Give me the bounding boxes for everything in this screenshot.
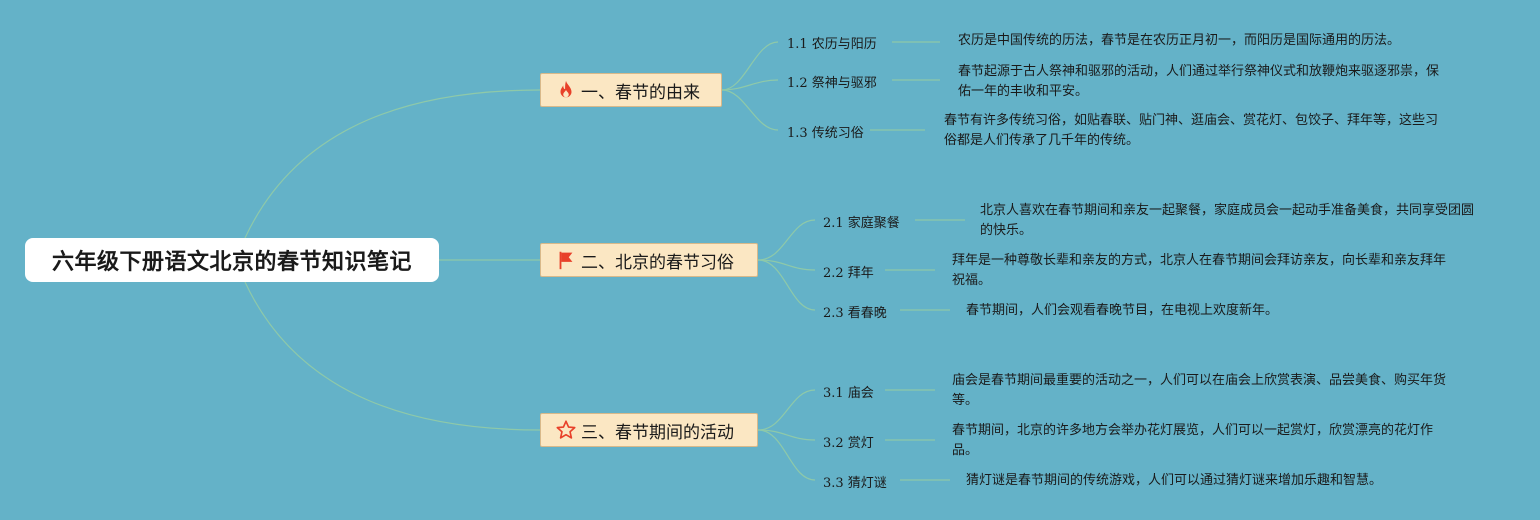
subtopic-2-3[interactable]: 2.3 看春晚 xyxy=(823,306,887,321)
branch-label: 三、春节期间的活动 xyxy=(581,422,734,443)
subtopic-2-1[interactable]: 2.1 家庭聚餐 xyxy=(823,216,900,231)
note-1-1: 农历是中国传统的历法，春节是在农历正月初一，而阳历是国际通用的历法。 xyxy=(958,33,1401,48)
star-icon xyxy=(555,419,577,441)
note-3-1: 庙会是春节期间最重要的活动之一，人们可以在庙会上欣赏表演、品尝美食、购买年货等。 xyxy=(952,373,1447,408)
note-1-2: 春节起源于古人祭神和驱邪的活动，人们通过举行祭神仪式和放鞭炮来驱逐邪祟，保佑一年… xyxy=(958,64,1440,99)
subtopic-1-3[interactable]: 1.3 传统习俗 xyxy=(787,126,864,141)
note-1-3: 春节有许多传统习俗，如贴春联、贴门神、逛庙会、赏花灯、包饺子、拜年等，这些习俗都… xyxy=(944,113,1439,148)
subtopic-3-1[interactable]: 3.1 庙会 xyxy=(823,386,874,401)
flame-icon xyxy=(555,79,577,101)
note-2-2: 拜年是一种尊敬长辈和亲友的方式，北京人在春节期间会拜访亲友，向长辈和亲友拜年祝福… xyxy=(952,253,1447,288)
note-3-3: 猜灯谜是春节期间的传统游戏，人们可以通过猜灯谜来增加乐趣和智慧。 xyxy=(966,473,1383,488)
root-topic[interactable]: 六年级下册语文北京的春节知识笔记 xyxy=(25,238,439,282)
flag-icon xyxy=(555,249,577,271)
branch-beijing-customs[interactable]: 二、北京的春节习俗 xyxy=(540,243,758,277)
subtopic-2-2[interactable]: 2.2 拜年 xyxy=(823,266,874,281)
branch-label: 二、北京的春节习俗 xyxy=(581,252,734,273)
note-2-3: 春节期间，人们会观看春晚节目，在电视上欢度新年。 xyxy=(966,303,1279,318)
branch-label: 一、春节的由来 xyxy=(581,82,700,103)
subtopic-1-1[interactable]: 1.1 农历与阳历 xyxy=(787,37,877,52)
note-2-1: 北京人喜欢在春节期间和亲友一起聚餐，家庭成员会一起动手准备美食，共同享受团圆的快… xyxy=(980,203,1475,238)
subtopic-3-2[interactable]: 3.2 赏灯 xyxy=(823,436,874,451)
branch-festival-activities[interactable]: 三、春节期间的活动 xyxy=(540,413,758,447)
subtopic-1-2[interactable]: 1.2 祭神与驱邪 xyxy=(787,76,877,91)
subtopic-3-3[interactable]: 3.3 猜灯谜 xyxy=(823,476,887,491)
note-3-2: 春节期间，北京的许多地方会举办花灯展览，人们可以一起赏灯，欣赏漂亮的花灯作品。 xyxy=(952,423,1434,458)
branch-origin[interactable]: 一、春节的由来 xyxy=(540,73,722,107)
